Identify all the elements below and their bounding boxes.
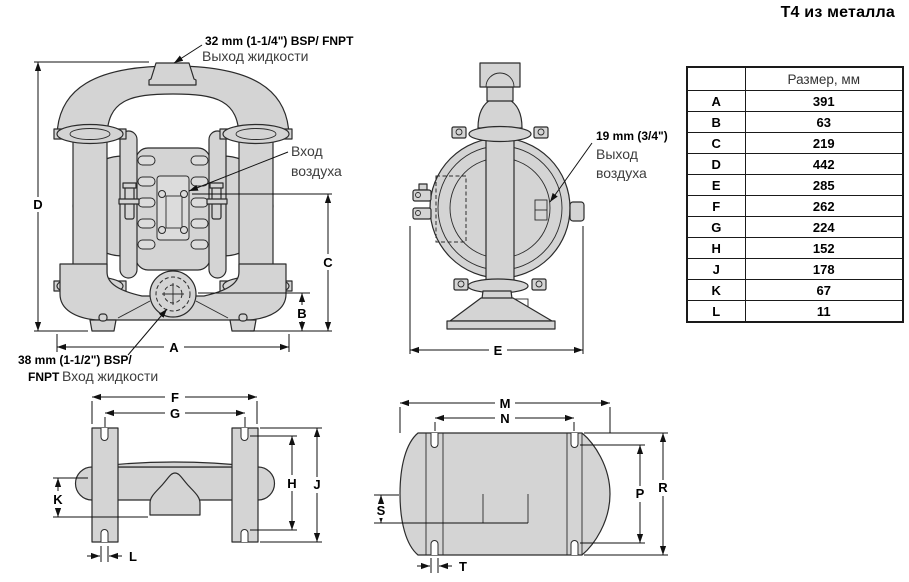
liquid-inlet-spec-2: FNPT <box>28 370 60 384</box>
dim-value-cell: 224 <box>744 216 904 238</box>
dim-A: A <box>56 334 290 355</box>
dim-K: K <box>49 477 148 518</box>
dim-value-cell: 442 <box>744 153 904 175</box>
dim-value-cell: 63 <box>744 111 904 133</box>
dim-P: P <box>580 444 649 544</box>
dim-S: S <box>373 494 528 524</box>
dim-J: J <box>260 427 326 543</box>
air-inlet-label-1: Вход <box>291 143 323 159</box>
dim-D: D <box>29 61 149 332</box>
dim-letter-cell: K <box>686 279 746 301</box>
dim-value-cell: 178 <box>744 258 904 280</box>
air-inlet-label-2: воздуха <box>291 163 342 179</box>
dim-letter-cell: F <box>686 195 746 217</box>
table-header-row: Размер, мм <box>686 66 904 91</box>
callout-liquid-inlet: 38 mm (1-1/2") BSP/ FNPT Вход жидкости <box>18 308 168 384</box>
side-clamps <box>412 183 585 222</box>
dim-H-label: H <box>287 476 296 491</box>
dim-value-cell: 262 <box>744 195 904 217</box>
dim-value-cell: 11 <box>744 300 904 323</box>
liquid-inlet-label: Вход жидкости <box>62 368 158 384</box>
dim-value-cell: 285 <box>744 174 904 196</box>
dim-N-label: N <box>500 411 509 426</box>
dim-B: B <box>198 292 311 331</box>
dim-T: T <box>417 558 467 574</box>
base-top-view-drawing: F G K H J <box>49 390 326 564</box>
diaphragm-clamp-pins <box>118 182 228 220</box>
dim-G-label: G <box>170 406 180 421</box>
dim-N: N <box>434 411 575 431</box>
callout-liquid-outlet: 32 mm (1-1/4") BSP/ FNPT Выход жидкости <box>173 34 354 64</box>
dim-M: M <box>399 396 611 433</box>
dim-letter-cell: A <box>686 90 746 112</box>
table-corner-cell <box>686 66 746 91</box>
dim-L-label: L <box>129 549 137 564</box>
dim-F: F <box>91 390 258 424</box>
dim-letter-cell: H <box>686 237 746 259</box>
air-outlet-label-1: Выход <box>596 146 638 162</box>
dim-letter-cell: E <box>686 174 746 196</box>
dim-G: G <box>104 406 246 427</box>
dim-value-cell: 67 <box>744 279 904 301</box>
dim-letter-cell: G <box>686 216 746 238</box>
dim-E: E <box>409 226 584 358</box>
dim-C: C <box>192 193 337 332</box>
dim-P-label: P <box>636 486 645 501</box>
dim-L: L <box>87 546 137 564</box>
table-size-header: Размер, мм <box>744 66 904 91</box>
dim-C-label: C <box>323 255 333 270</box>
dim-value-cell: 391 <box>744 90 904 112</box>
foot-slots <box>100 428 249 542</box>
dim-letter-cell: L <box>686 300 746 323</box>
dim-value-cell: 152 <box>744 237 904 259</box>
dim-F-label: F <box>171 390 179 405</box>
callout-air-inlet: Вход воздуха <box>188 143 342 192</box>
dim-J-label: J <box>313 477 320 492</box>
front-view-drawing: D A C B 32 mm (1-1/4") BSP/ FNPT Выход ж <box>18 34 354 384</box>
liquid-outlet-label: Выход жидкости <box>202 48 308 64</box>
dim-T-label: T <box>459 559 467 574</box>
dim-letter-cell: J <box>686 258 746 280</box>
dim-B-label: B <box>297 306 306 321</box>
housing-ribs <box>137 155 209 250</box>
dim-R-label: R <box>658 480 668 495</box>
side-view-drawing: E 19 mm (3/4") Выход воздуха <box>409 62 668 358</box>
dim-H: H <box>250 435 301 531</box>
dim-M-label: M <box>500 396 511 411</box>
dim-D-label: D <box>33 197 42 212</box>
callout-air-outlet: 19 mm (3/4") Выход воздуха <box>549 129 668 203</box>
dim-letter-cell: C <box>686 132 746 154</box>
dim-K-label: K <box>53 492 63 507</box>
liquid-outlet-spec: 32 mm (1-1/4") BSP/ FNPT <box>205 34 354 48</box>
dim-letter-cell: B <box>686 111 746 133</box>
pump-bottom-view-drawing: M N S P R <box>373 396 672 574</box>
air-outlet-spec: 19 mm (3/4") <box>596 129 668 143</box>
bottom-slots <box>430 433 579 555</box>
dim-E-label: E <box>494 343 503 358</box>
dim-A-label: A <box>169 340 179 355</box>
page-title: Т4 из металла <box>780 4 895 21</box>
inlet-port-mark <box>482 494 529 523</box>
air-outlet-label-2: воздуха <box>596 165 647 181</box>
dim-letter-cell: D <box>686 153 746 175</box>
dim-value-cell: 219 <box>744 132 904 154</box>
dim-R: R <box>584 432 672 556</box>
liquid-inlet-spec: 38 mm (1-1/2") BSP/ <box>18 353 132 367</box>
dim-S-label: S <box>377 503 386 518</box>
